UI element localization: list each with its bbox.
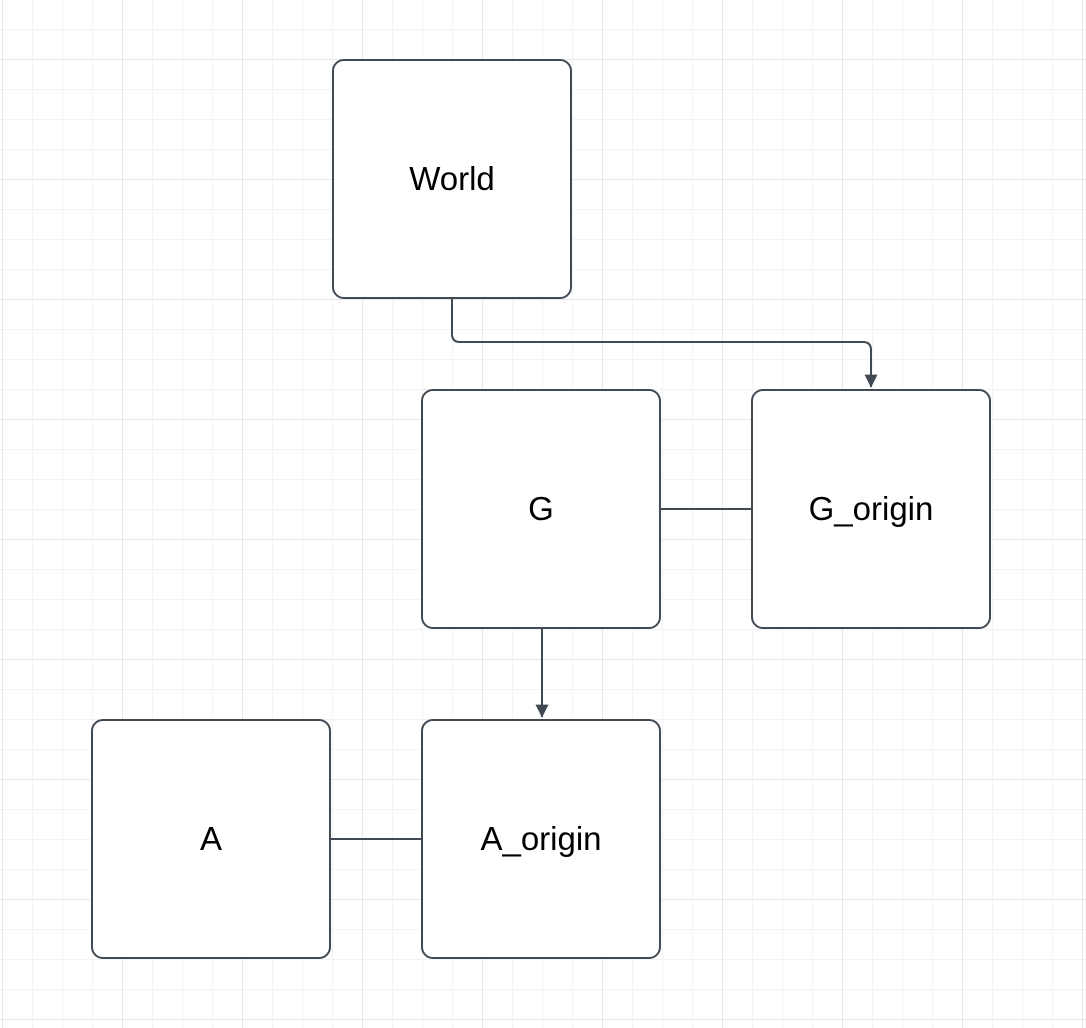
node-a[interactable]: A <box>91 719 331 959</box>
edge-world-to-g-origin[interactable] <box>451 299 878 388</box>
node-world[interactable]: World <box>332 59 572 299</box>
node-g-label: G <box>528 489 554 527</box>
node-a-origin-label: A_origin <box>480 819 602 857</box>
node-a-origin[interactable]: A_origin <box>421 719 661 959</box>
node-g-origin[interactable]: G_origin <box>751 389 991 629</box>
node-world-label: World <box>409 159 495 197</box>
node-a-label: A <box>199 819 222 857</box>
node-g[interactable]: G <box>421 389 661 629</box>
node-g-origin-label: G_origin <box>808 489 934 527</box>
